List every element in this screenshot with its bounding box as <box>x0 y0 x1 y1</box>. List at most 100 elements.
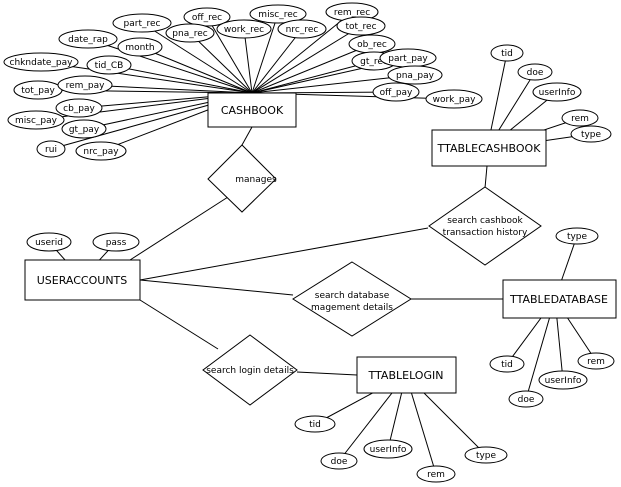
edge-useraccounts-searchlogin <box>139 299 219 350</box>
attr-misc-pay: misc_pay <box>7 110 65 130</box>
svg-text:search cashbook: search cashbook <box>447 216 523 226</box>
attr-tcb-userinfo: userInfo <box>532 82 582 102</box>
attr-tdb-rem: rem <box>577 352 615 370</box>
attr-tcb-type: type <box>570 125 612 143</box>
attr-tl-userinfo: userInfo <box>363 439 413 459</box>
relationship-search-login: search login details <box>202 334 298 406</box>
svg-text:pna_pay: pna_pay <box>396 71 435 81</box>
attr-nrc-rec: nrc_rec <box>277 19 327 39</box>
attr-tcb-tid: tid <box>490 44 524 62</box>
svg-text:doe: doe <box>331 457 348 467</box>
edge-ob-rec <box>251 43 373 94</box>
svg-text:tid: tid <box>309 420 321 430</box>
edge-off-rec <box>206 16 253 94</box>
svg-text:pna_rec: pna_rec <box>172 29 207 39</box>
svg-text:USERACCOUNTS: USERACCOUNTS <box>37 274 128 287</box>
entities: CASHBOOK TTABLECASHBOOK USERACCOUNTS TTA… <box>24 92 617 394</box>
entity-ttablelogin: TTABLELOGIN <box>356 356 457 394</box>
attr-month: month <box>117 37 163 57</box>
edge-useraccounts-searchdb <box>139 279 294 296</box>
attr-part-pay: part_pay <box>379 48 437 68</box>
attr-ua-userid: userid <box>26 232 72 252</box>
svg-text:tot_pay: tot_pay <box>21 86 55 96</box>
svg-text:search login details: search login details <box>206 366 294 376</box>
edge-nrc-rec <box>251 28 303 94</box>
edge-pna-pay <box>251 74 416 94</box>
attr-nrc-pay: nrc_pay <box>75 141 127 161</box>
svg-text:pass: pass <box>106 238 127 248</box>
attr-rem-pay: rem_pay <box>57 75 113 95</box>
relationships: manages search cashbook transaction hist… <box>202 144 542 406</box>
svg-text:nrc_pay: nrc_pay <box>83 147 119 157</box>
svg-text:doe: doe <box>518 395 535 405</box>
svg-text:tid: tid <box>501 360 513 370</box>
edge-tot-rec <box>251 25 362 94</box>
attr-tcb-rem: rem <box>561 109 599 127</box>
svg-text:rem: rem <box>587 357 605 367</box>
svg-text:manages: manages <box>235 175 277 185</box>
svg-text:rem: rem <box>427 470 445 480</box>
attr-tl-rem: rem <box>416 465 456 483</box>
svg-text:misc_rec: misc_rec <box>258 10 297 20</box>
svg-text:userInfo: userInfo <box>539 88 576 98</box>
edge-part-rec <box>141 22 253 94</box>
svg-text:off_pay: off_pay <box>380 88 413 98</box>
svg-text:date_rap: date_rap <box>68 35 108 45</box>
svg-text:userInfo: userInfo <box>545 376 582 386</box>
edge-useraccounts-searchcb <box>139 227 429 281</box>
attr-part-rec: part_rec <box>112 13 172 33</box>
entity-cashbook: CASHBOOK <box>207 92 297 128</box>
svg-text:rem_rec: rem_rec <box>334 8 370 18</box>
attr-work-pay: work_pay <box>425 89 483 109</box>
edge-cashbook-manages <box>241 126 253 146</box>
svg-text:cb_pay: cb_pay <box>63 104 95 114</box>
svg-text:type: type <box>581 130 602 140</box>
edge-date-rap <box>87 38 253 94</box>
attr-ob-rec: ob_rec <box>348 34 396 54</box>
svg-text:tid_CB: tid_CB <box>95 61 124 71</box>
svg-text:type: type <box>476 451 497 461</box>
attr-tl-type: type <box>464 446 508 464</box>
attr-tdb-tid: tid <box>489 355 525 373</box>
svg-text:nrc_rec: nrc_rec <box>286 25 319 35</box>
attr-tcb-doe: doe <box>517 63 553 81</box>
relationship-search-cashbook: search cashbook transaction history <box>428 186 542 266</box>
svg-text:tid: tid <box>501 49 513 59</box>
relationship-manages: manages <box>207 144 277 213</box>
svg-text:work_pay: work_pay <box>433 95 477 105</box>
relationship-search-database: search database magement details <box>292 261 412 337</box>
attr-tot-rec: tot_rec <box>336 16 386 36</box>
edge-rem-pay <box>84 84 253 94</box>
svg-text:ob_rec: ob_rec <box>357 40 387 50</box>
svg-text:rem: rem <box>571 114 589 124</box>
svg-text:rem_pay: rem_pay <box>66 81 106 91</box>
svg-text:work_rec: work_rec <box>224 25 264 35</box>
edge-gt-rec <box>251 60 375 94</box>
attr-pna-pay: pna_pay <box>387 65 443 85</box>
svg-text:tot_rec: tot_rec <box>345 22 376 32</box>
attr-date-rap: date_rap <box>58 29 118 49</box>
svg-text:off_rec: off_rec <box>192 13 222 23</box>
svg-text:part_rec: part_rec <box>124 19 161 29</box>
svg-text:CASHBOOK: CASHBOOK <box>221 104 284 117</box>
attr-rui: rui <box>36 140 66 158</box>
attributes: part_rec off_rec misc_rec rem_rec date_r… <box>3 2 615 483</box>
svg-text:magement details: magement details <box>311 303 393 313</box>
svg-text:doe: doe <box>527 68 544 78</box>
attr-tdb-doe: doe <box>508 390 544 408</box>
entity-ttablecashbook: TTABLECASHBOOK <box>431 129 547 167</box>
svg-text:userInfo: userInfo <box>370 445 407 455</box>
edge-rem-rec <box>251 11 353 94</box>
attr-work-rec: work_rec <box>216 19 272 39</box>
attr-pna-rec: pna_rec <box>165 23 215 43</box>
entity-ttabledatabase: TTABLEDATABASE <box>502 279 617 319</box>
svg-text:gt_rec: gt_rec <box>360 57 388 67</box>
edge-chkndate-pay <box>40 61 253 94</box>
svg-text:gt_pay: gt_pay <box>69 125 100 135</box>
svg-text:userid: userid <box>35 238 63 248</box>
attr-off-pay: off_pay <box>372 82 420 102</box>
svg-text:TTABLEDATABASE: TTABLEDATABASE <box>509 293 608 306</box>
edge-searchlogin-ttablelogin <box>296 371 358 376</box>
svg-text:part_pay: part_pay <box>388 54 428 64</box>
